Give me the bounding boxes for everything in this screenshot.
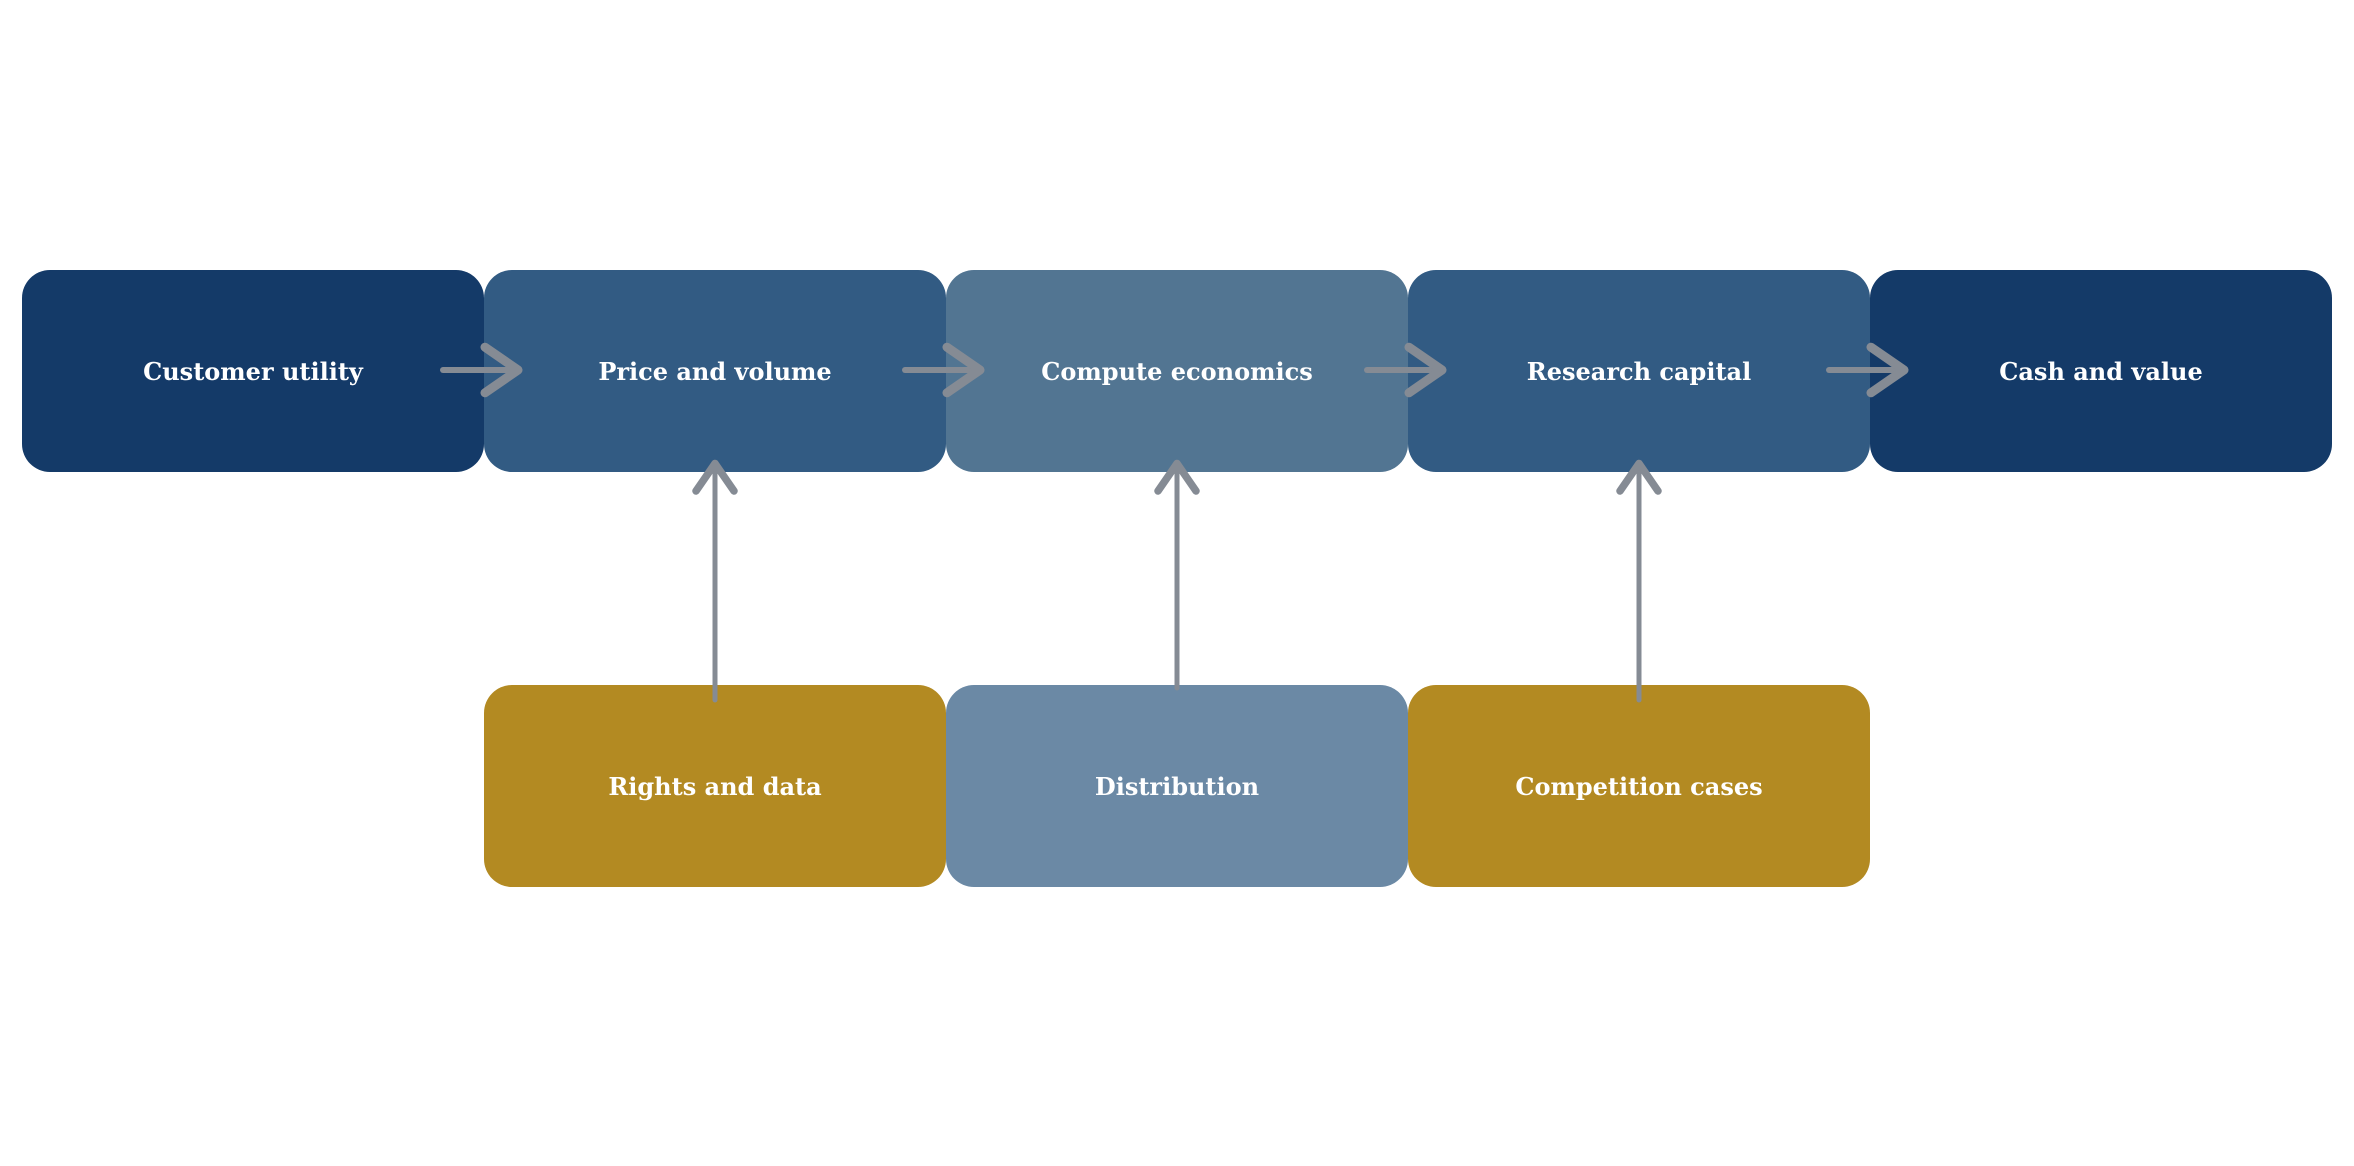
node-distribution: Distribution [946,685,1408,887]
node-research-capital: Research capital [1408,270,1870,472]
node-price-and-volume: Price and volume [484,270,946,472]
node-competition-cases: Competition cases [1408,685,1870,887]
node-cash-and-value: Cash and value [1870,270,2332,472]
node-rights-and-data: Rights and data [484,685,946,887]
node-compute-economics: Compute economics [946,270,1408,472]
node-customer-utility: Customer utility [22,270,484,472]
